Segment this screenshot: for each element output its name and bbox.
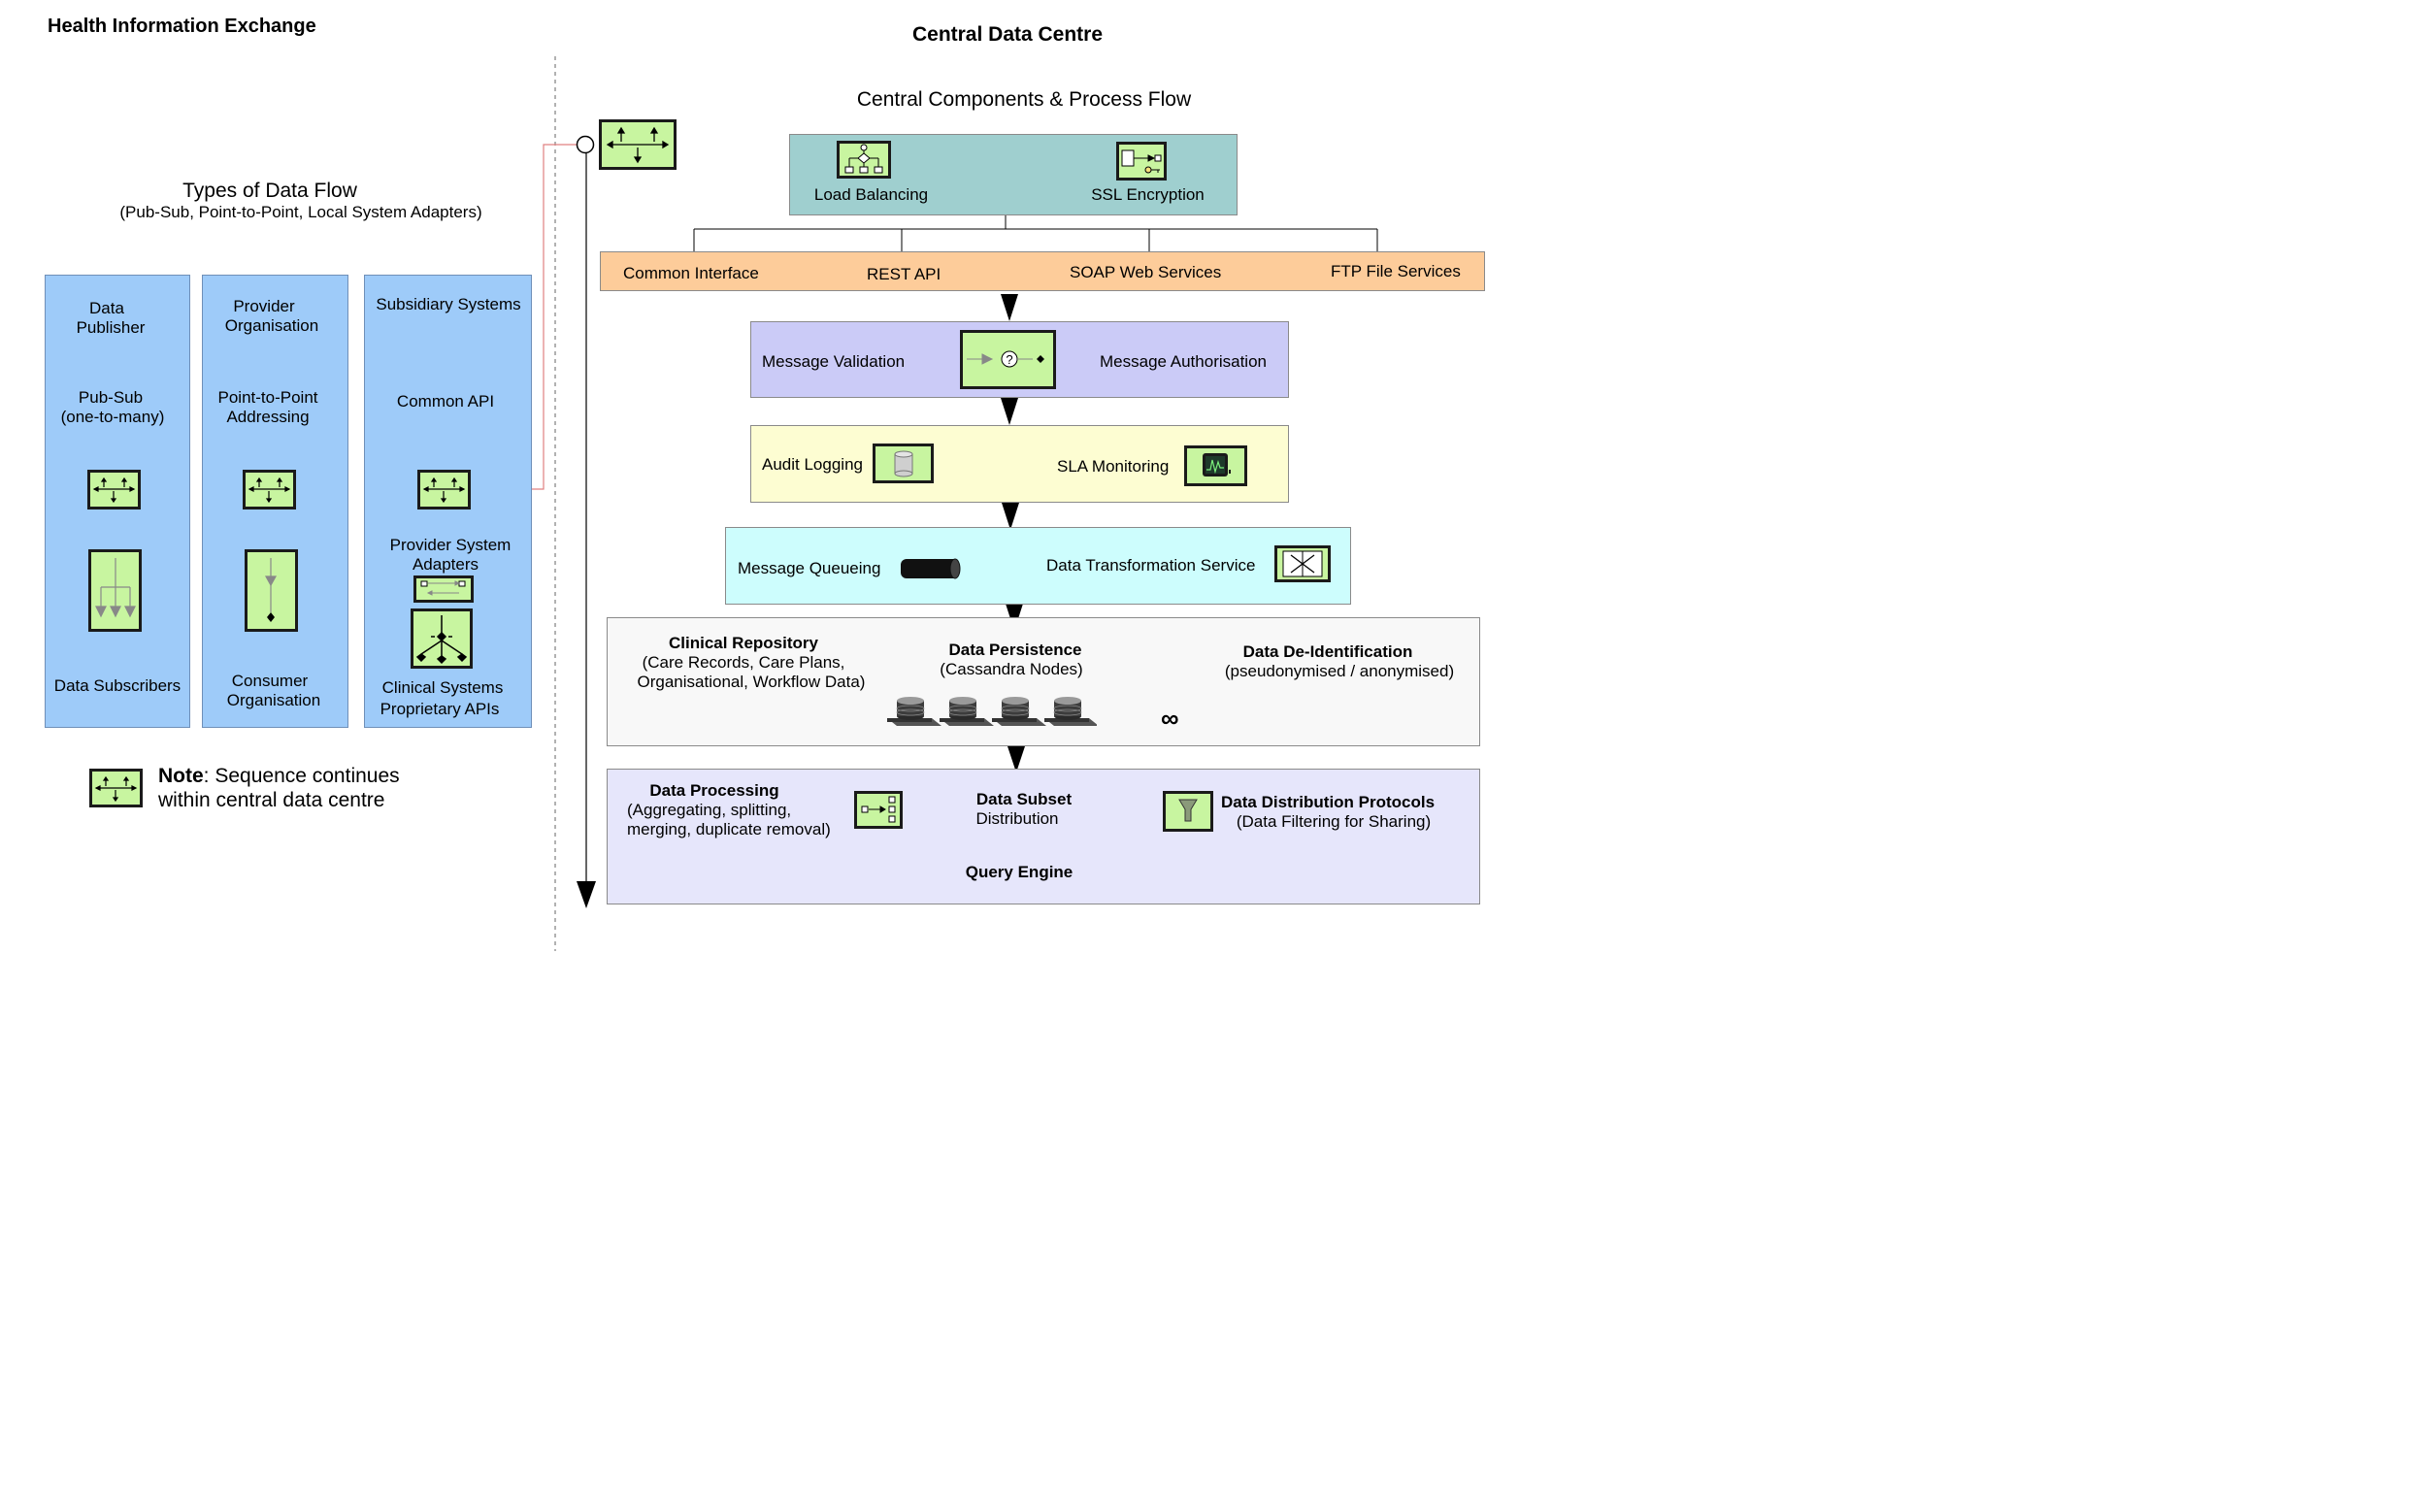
subset-title: Data Subset xyxy=(975,790,1073,808)
subset-sub: Distribution xyxy=(975,809,1059,828)
proc-title: Data Processing xyxy=(649,781,779,800)
lane1-mid-line2: (one-to-many) xyxy=(60,408,165,426)
router-icon xyxy=(417,470,471,509)
infinity-symbol: ∞ xyxy=(1161,704,1179,733)
persistence-title: Data Persistence xyxy=(948,641,1082,659)
lane2-mid-line2: Addressing xyxy=(226,408,310,426)
svg-text:?: ? xyxy=(1006,352,1012,367)
repo-title: Clinical Repository xyxy=(669,634,818,652)
key-icon xyxy=(1116,142,1167,181)
proc-line2: merging, duplicate removal) xyxy=(627,820,831,838)
lane2-top-line2: Organisation xyxy=(224,316,319,335)
lane2-bottom-line2: Organisation xyxy=(226,691,321,709)
splitter-icon xyxy=(88,549,142,632)
queue-band xyxy=(725,527,1351,605)
router-icon xyxy=(599,119,677,170)
lane2-bottom-line1: Consumer xyxy=(231,672,309,690)
transform-icon xyxy=(1274,545,1331,582)
note-line1: Note: Sequence continues xyxy=(158,765,400,788)
lane3-common-api: Common API xyxy=(396,392,495,411)
lane3-top: Subsidiary Systems xyxy=(376,295,521,313)
monitor-icon xyxy=(1184,445,1247,486)
lane3-adapters-line1: Provider System xyxy=(389,536,512,554)
interface-ftp: FTP File Services xyxy=(1331,262,1461,280)
connector-node xyxy=(576,135,595,154)
flow-types-subtitle: (Pub-Sub, Point-to-Point, Local System A… xyxy=(119,203,482,221)
repo-line2: Organisational, Workflow Data) xyxy=(637,673,866,691)
repo-line1: (Care Records, Care Plans, xyxy=(642,653,845,672)
note-bold: Note xyxy=(158,765,204,787)
deid-sub: (pseudonymised / anonymised) xyxy=(1224,662,1455,680)
message-validation-label: Message Validation xyxy=(762,352,906,371)
query-engine-label: Query Engine xyxy=(965,863,1073,881)
persistence-sub: (Cassandra Nodes) xyxy=(940,660,1083,678)
distribution-title: Data Distribution Protocols xyxy=(1221,793,1436,811)
audit-logging-label: Audit Logging xyxy=(762,455,863,474)
point-to-point-icon xyxy=(245,549,298,632)
lane1-mid-line1: Pub-Sub xyxy=(78,388,144,407)
interface-common: Common Interface xyxy=(623,264,759,282)
hie-title: Health Information Exchange xyxy=(48,16,316,37)
data-transformation-label: Data Transformation Service xyxy=(1046,556,1256,575)
message-queueing-label: Message Queueing xyxy=(738,559,881,577)
diagram-canvas: Health Information Exchange Types of Dat… xyxy=(0,0,1507,951)
distribution-icon xyxy=(411,608,473,669)
lane3-adapters-line2: Adapters xyxy=(412,555,479,574)
lane1-bottom: Data Subscribers xyxy=(53,676,182,695)
proc-line1: (Aggregating, splitting, xyxy=(627,801,792,819)
lane3-bottom-line2: Proprietary APIs xyxy=(380,700,500,718)
lane1-top-line2: Publisher xyxy=(76,318,146,337)
router-icon xyxy=(89,769,143,807)
ssl-encryption-label: SSL Encryption xyxy=(1091,185,1205,204)
flow-types-title: Types of Data Flow xyxy=(182,180,357,202)
lane3-bottom-line1: Clinical Systems xyxy=(381,678,504,697)
filter-icon xyxy=(1163,791,1213,832)
lane2-mid-line1: Point-to-Point xyxy=(217,388,318,407)
server-stack-icon xyxy=(886,696,1097,727)
queue-pipe-icon xyxy=(901,558,961,579)
deid-title: Data De-Identification xyxy=(1242,642,1413,661)
validation-icon: ? xyxy=(960,330,1056,389)
cdc-subtitle: Central Components & Process Flow xyxy=(856,88,1192,111)
router-icon xyxy=(243,470,296,509)
note-line2: within central data centre xyxy=(158,789,385,811)
interface-rest: REST API xyxy=(867,265,941,283)
lane1-top-line1: Data xyxy=(89,299,124,317)
processing-band xyxy=(607,769,1480,904)
processing-icon xyxy=(854,791,903,829)
lane2-top-line1: Provider xyxy=(233,297,295,315)
interface-soap: SOAP Web Services xyxy=(1070,263,1222,281)
org-chart-icon xyxy=(837,141,891,179)
note-rest: : Sequence continues xyxy=(203,765,400,787)
interfaces-band xyxy=(600,251,1485,291)
router-icon xyxy=(87,470,141,509)
sla-monitoring-label: SLA Monitoring xyxy=(1057,457,1170,476)
database-icon xyxy=(873,444,934,483)
load-balancing-label: Load Balancing xyxy=(813,185,929,204)
distribution-sub: (Data Filtering for Sharing) xyxy=(1236,812,1432,831)
adapter-icon xyxy=(413,575,474,603)
message-authorisation-label: Message Authorisation xyxy=(1100,352,1267,371)
cdc-title: Central Data Centre xyxy=(911,23,1104,46)
